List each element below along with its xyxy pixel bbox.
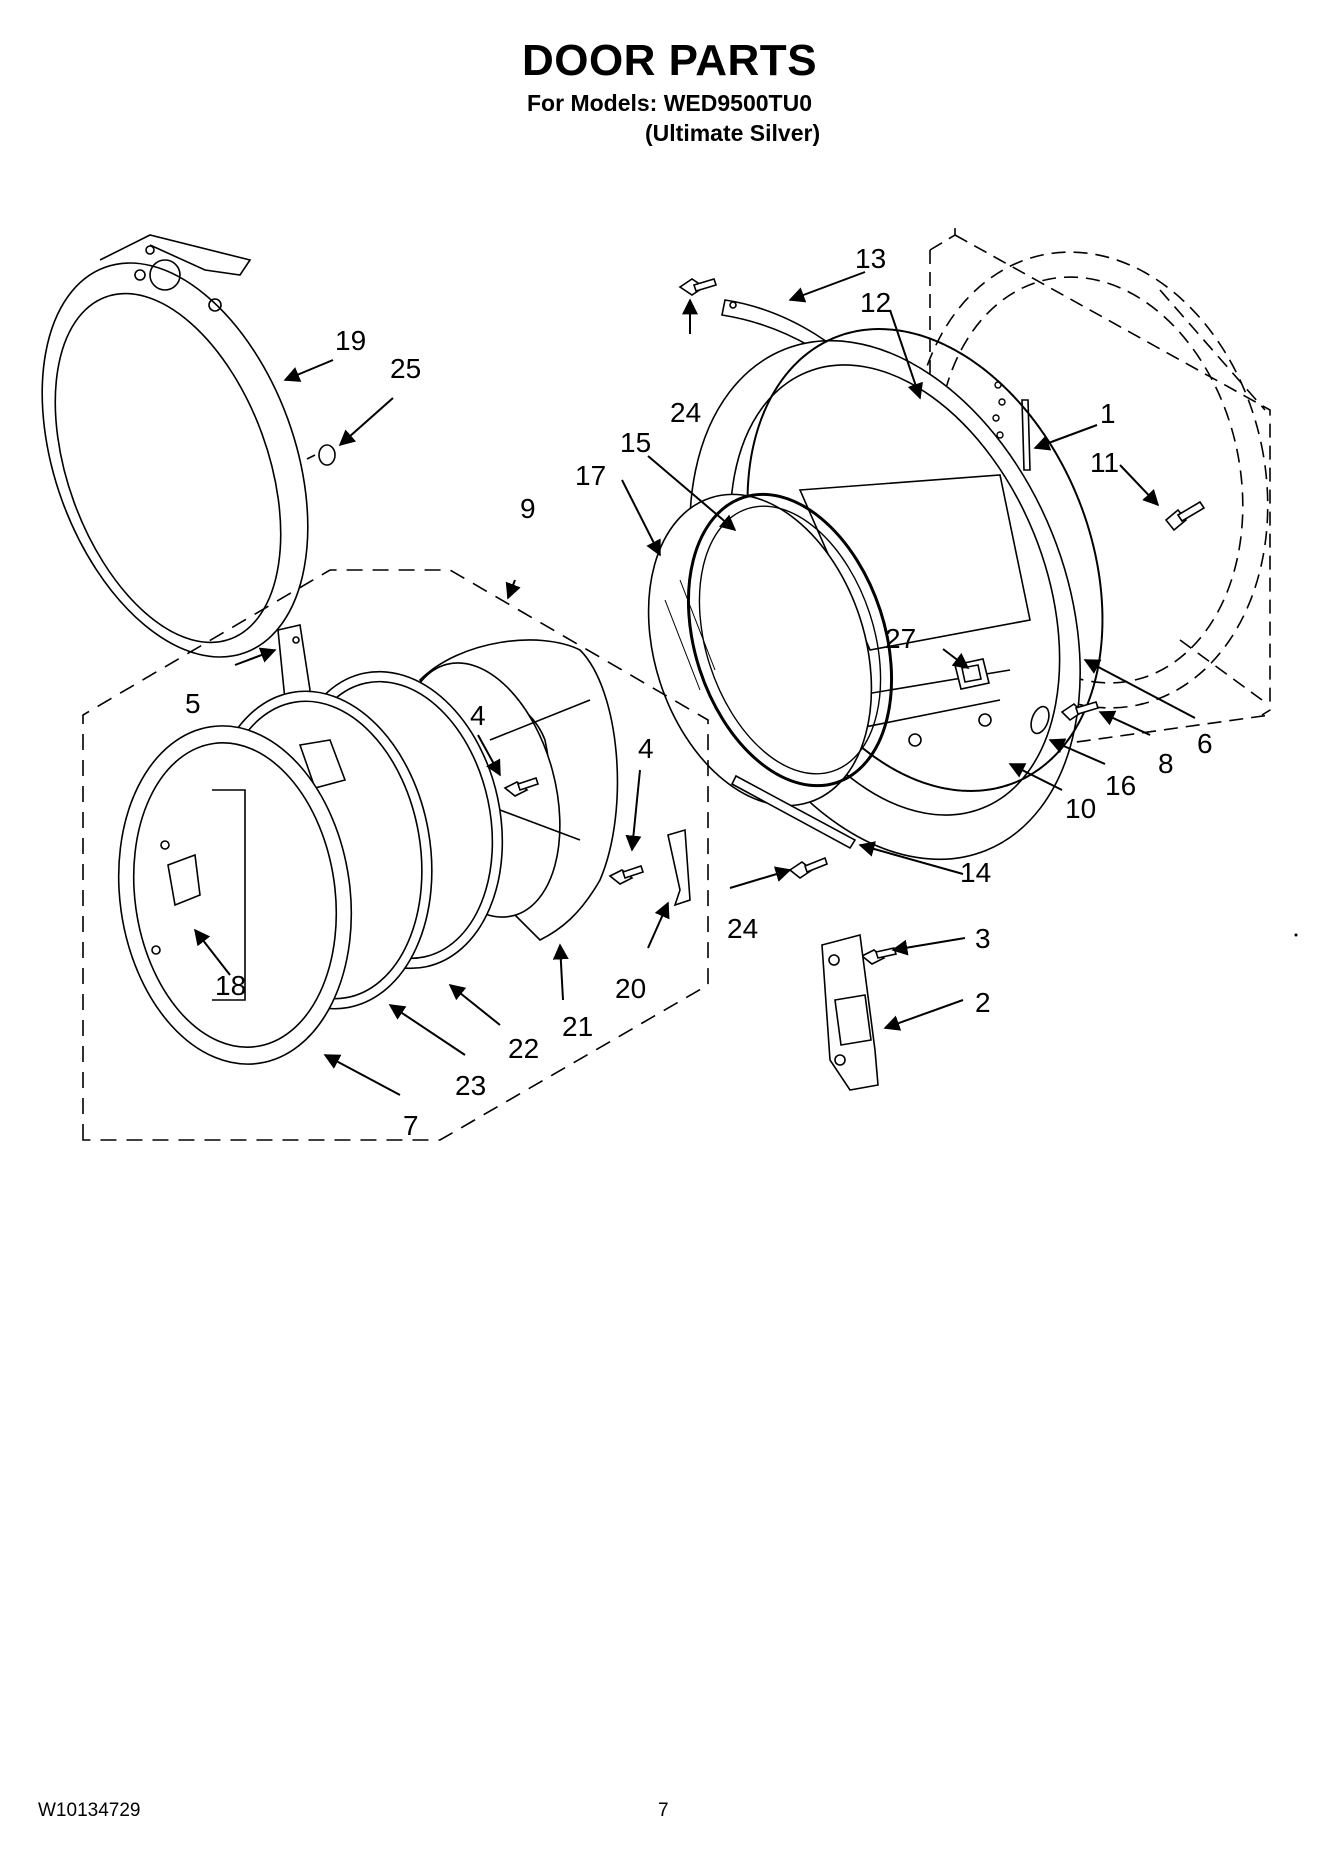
part-24-screw-top	[678, 278, 718, 296]
callout-22: 22	[508, 1033, 539, 1064]
assembly-9-boundary	[82, 569, 709, 1141]
callout-1: 1	[1100, 398, 1116, 429]
part-25-bumper	[306, 444, 336, 466]
callout-11: 11	[1090, 447, 1119, 478]
models-line: For Models: WED9500TU0	[527, 90, 812, 116]
part-19-outer-door-ring	[41, 234, 309, 658]
part-20-clip	[667, 828, 691, 907]
callout-19: 19	[335, 325, 366, 356]
callout-7: 7	[403, 1110, 419, 1141]
part-1-strip	[1021, 399, 1031, 471]
callout-3: 3	[975, 923, 991, 954]
part-15-glass-gasket	[686, 492, 894, 788]
callout-4b: 4	[638, 733, 654, 764]
callout-27: 27	[885, 623, 916, 654]
part-4-screw-b	[608, 864, 645, 885]
part-14-strip	[730, 774, 857, 850]
callout-8: 8	[1158, 748, 1174, 779]
part-4-screw-a	[503, 776, 540, 797]
stray-dot	[1294, 933, 1298, 937]
callout-17: 17	[575, 460, 606, 491]
part-16-washer	[1030, 705, 1050, 735]
document-code: W10134729	[38, 1800, 141, 1821]
part-7-door-front	[117, 725, 353, 1065]
callout-2: 2	[975, 987, 991, 1018]
callout-10: 10	[1065, 793, 1096, 824]
callout-13: 13	[855, 243, 886, 274]
callout-12: 12	[860, 287, 891, 318]
leader-arrows	[194, 271, 1196, 1096]
callout-21: 21	[562, 1011, 593, 1042]
callout-18: 18	[215, 970, 246, 1001]
callout-24-bottom: 24	[727, 913, 758, 944]
part-24-screw-bottom	[788, 856, 828, 879]
callout-25: 25	[390, 353, 421, 384]
page-title: DOOR PARTS	[521, 36, 818, 85]
callout-9: 9	[520, 493, 536, 524]
callout-14: 14	[960, 857, 991, 888]
color-line: (Ultimate Silver)	[645, 120, 821, 146]
callout-23: 23	[455, 1070, 486, 1101]
callout-5: 5	[185, 688, 201, 719]
part-3-screw	[860, 947, 898, 965]
part-18-door-handle	[167, 853, 201, 907]
callout-24-top: 24	[670, 397, 701, 428]
callout-15: 15	[620, 427, 651, 458]
part-8-screw	[1060, 701, 1100, 722]
callout-labels: 1 2 3 4 4 5 6 7 8 9 10 11 12 13 14 15 16…	[185, 243, 1213, 1141]
part-11-screw	[1164, 500, 1206, 532]
part-27-latch-receiver	[954, 658, 990, 690]
part-17-door-glass	[647, 493, 873, 807]
callout-20: 20	[615, 973, 646, 1004]
part-2-door-latch	[821, 933, 879, 1091]
callout-4a: 4	[470, 700, 486, 731]
page-number: 7	[658, 1800, 669, 1821]
callout-16: 16	[1105, 770, 1136, 801]
callout-6: 6	[1197, 728, 1213, 759]
